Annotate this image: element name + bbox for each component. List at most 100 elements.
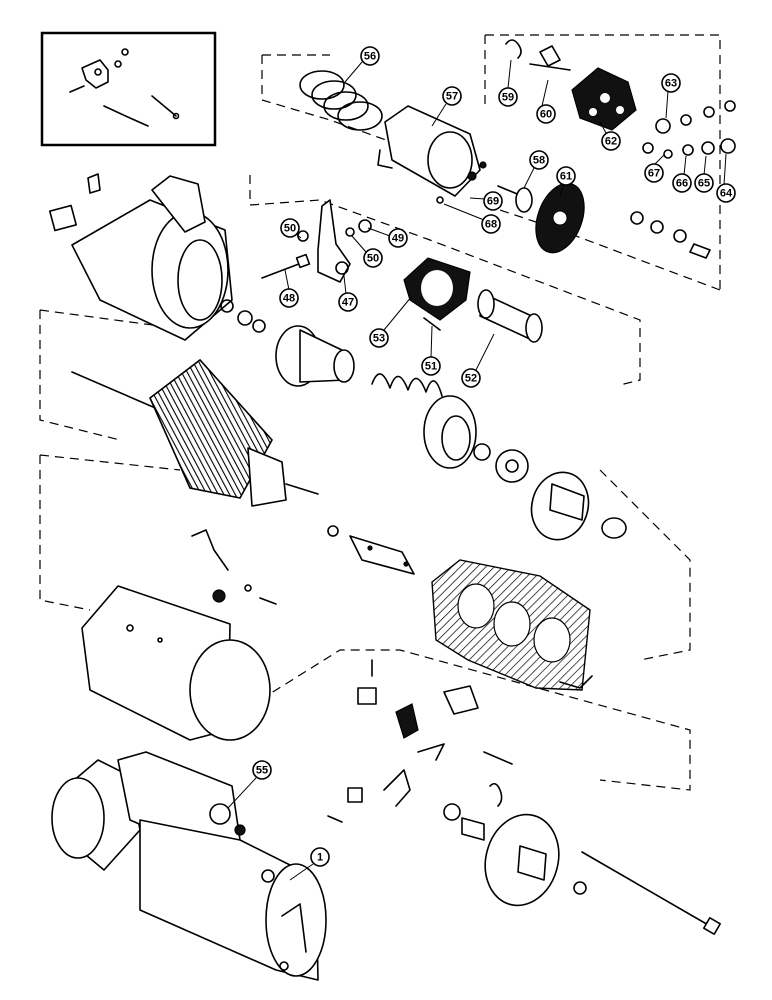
- callout-number: 51: [425, 361, 437, 373]
- callout-circle: [536, 104, 556, 124]
- plunger-part-58: [497, 185, 533, 213]
- assembled-starter-motor: [51, 751, 327, 981]
- callout-69: 69: [483, 191, 503, 211]
- callout-circle: [672, 173, 692, 193]
- callout-circle: [279, 288, 299, 308]
- inset-detail-box: [40, 31, 217, 147]
- spring-part-56: [299, 70, 383, 131]
- callout-circle: [601, 131, 621, 151]
- callout-number: 50: [284, 223, 296, 235]
- callout-57: 57: [442, 86, 462, 106]
- contact-disk-part-61: [535, 182, 585, 254]
- callout-60: 60: [536, 104, 556, 124]
- callout-number: 60: [540, 109, 552, 121]
- callout-number: 52: [465, 373, 477, 385]
- callout-65: 65: [694, 173, 714, 193]
- callout-number: 68: [485, 219, 497, 231]
- shift-lever-part-47: [317, 199, 351, 283]
- callout-48: 48: [279, 288, 299, 308]
- callout-circle: [360, 46, 380, 66]
- callout-number: 56: [364, 51, 376, 63]
- brush-holder-parts: [327, 659, 513, 823]
- callout-number: 69: [487, 196, 499, 208]
- callout-51: 51: [421, 356, 441, 376]
- callout-68: 68: [481, 214, 501, 234]
- drive-pinion-assembly: [220, 299, 355, 387]
- callout-number: 53: [373, 333, 385, 345]
- callout-number: 67: [648, 168, 660, 180]
- callout-number: 63: [665, 78, 677, 90]
- callout-61: 61: [556, 166, 576, 186]
- callout-labels: 56 57 59 60 62 63 58 61 67 66 65 64 69 68 50 49 50 48 47 53…: [252, 46, 736, 867]
- callout-circle: [369, 328, 389, 348]
- gasket-part-53: [403, 257, 471, 321]
- washer-nut-parts-49-50: [297, 219, 372, 242]
- callout-55: 55: [252, 760, 272, 780]
- callout-leader-lines: [227, 59, 727, 881]
- callout-52: 52: [461, 368, 481, 388]
- callout-50: 50: [280, 218, 300, 238]
- end-frame-disk: [530, 471, 627, 541]
- terminal-hardware-63-69: [436, 100, 736, 259]
- callout-56: 56: [360, 46, 380, 66]
- callout-number: 1: [317, 852, 323, 864]
- callout-circle: [252, 760, 272, 780]
- callout-circle: [498, 87, 518, 107]
- callout-circle: [644, 163, 664, 183]
- callout-circle: [310, 847, 330, 867]
- callout-circle: [529, 150, 549, 170]
- callout-66: 66: [672, 173, 692, 193]
- callout-53: 53: [369, 328, 389, 348]
- callout-circle: [461, 368, 481, 388]
- callout-circle: [421, 356, 441, 376]
- callout-1: 1: [310, 847, 330, 867]
- callout-47: 47: [338, 292, 358, 312]
- callout-circle: [694, 173, 714, 193]
- callout-58: 58: [529, 150, 549, 170]
- callout-circle: [556, 166, 576, 186]
- drive-housing: [48, 173, 233, 341]
- pin-part-51: [423, 317, 441, 331]
- commutator-end-plate: [443, 803, 721, 935]
- terminal-bracket: [191, 525, 415, 605]
- callout-circle: [388, 228, 408, 248]
- callout-circle: [363, 248, 383, 268]
- callout-number: 66: [676, 178, 688, 190]
- callout-circle: [483, 191, 503, 211]
- callout-circle: [280, 218, 300, 238]
- callout-number: 58: [533, 155, 545, 167]
- callout-64: 64: [716, 183, 736, 203]
- callout-63: 63: [661, 73, 681, 93]
- callout-59: 59: [498, 87, 518, 107]
- callout-circle: [481, 214, 501, 234]
- solenoid-cap-part-62: [505, 39, 637, 131]
- callout-number: 47: [342, 297, 354, 309]
- callout-number: 62: [605, 136, 617, 148]
- drive-collar: [423, 395, 529, 483]
- callout-circle: [661, 73, 681, 93]
- callout-number: 61: [560, 171, 572, 183]
- armature: [71, 358, 319, 507]
- sleeve-part-52: [477, 289, 543, 343]
- callout-49: 49: [388, 228, 408, 248]
- callout-number: 64: [720, 188, 733, 200]
- field-frame-housing: [81, 585, 271, 741]
- return-spring: [371, 373, 443, 397]
- callout-circle: [338, 292, 358, 312]
- callout-number: 55: [256, 765, 268, 777]
- callout-50: 50: [363, 248, 383, 268]
- callout-number: 59: [502, 92, 514, 104]
- solenoid-part-57: [377, 105, 487, 197]
- callout-number: 57: [446, 91, 458, 103]
- callout-67: 67: [644, 163, 664, 183]
- callout-number: 50: [367, 253, 379, 265]
- field-coil-assembly: [431, 559, 593, 691]
- callout-number: 49: [392, 233, 404, 245]
- callout-number: 65: [698, 178, 710, 190]
- callout-number: 48: [283, 293, 295, 305]
- callout-circle: [716, 183, 736, 203]
- callout-62: 62: [601, 131, 621, 151]
- bolt-part-48: [261, 253, 311, 279]
- callout-circle: [442, 86, 462, 106]
